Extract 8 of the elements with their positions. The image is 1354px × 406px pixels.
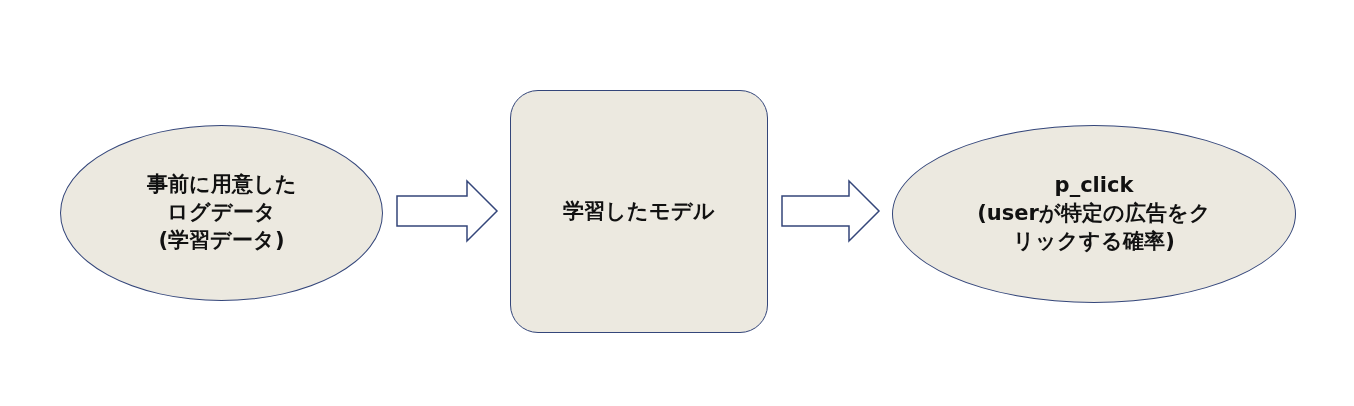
block-arrow	[781, 179, 881, 243]
node-text: (学習データ)	[158, 226, 285, 254]
node-text: 学習したモデル	[563, 197, 715, 225]
node-text: (userが特定の広告をクリックする確率)	[976, 200, 1212, 255]
block-arrow	[396, 179, 499, 243]
node-text: p_click	[1054, 172, 1134, 200]
process-box	[510, 90, 768, 333]
node-text: 事前に用意したログデータ	[145, 171, 298, 227]
